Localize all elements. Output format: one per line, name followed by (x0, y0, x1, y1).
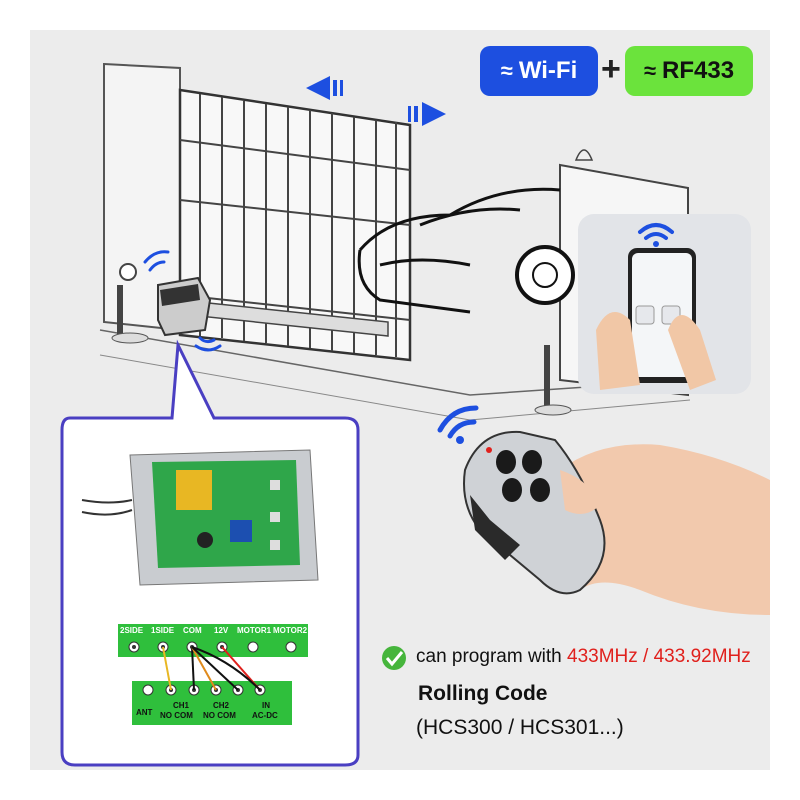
terminal-label: 1SIDE (151, 626, 175, 635)
terminal-label-ch1: CH1 (173, 701, 190, 710)
terminal-sub-ch2: NO COM (203, 711, 236, 720)
terminal-label-in: IN (262, 701, 270, 710)
wifi-icon: ≈ (500, 58, 513, 83)
terminal-sub-ch1: NO COM (160, 711, 193, 720)
terminal-sub-in: AC-DC (252, 711, 278, 720)
rolling-code-text: Rolling Code (418, 682, 548, 705)
terminal-label: 12V (214, 626, 229, 635)
wifi-badge-label: Wi-Fi (518, 57, 578, 84)
check-icon (382, 646, 406, 670)
terminal-label-ant: ANT (136, 708, 153, 717)
terminal-label-ch2: CH2 (213, 701, 230, 710)
wifi-badge: ≈ Wi-Fi (480, 46, 598, 96)
frequency-text: 433MHz / 433.92MHz (567, 646, 751, 667)
rf-badge: ≈ RF433 (625, 46, 753, 96)
chip-models-text: (HCS300 / HCS301...) (416, 716, 624, 739)
plus-sign: + (601, 50, 621, 88)
wifi-icon: ≈ (643, 58, 657, 83)
program-line: can program with 433MHz / 433.92MHz (416, 646, 751, 668)
terminal-label: 2SIDE (120, 626, 144, 635)
rf-badge-label: RF433 (662, 57, 735, 84)
terminal-label: MOTOR1 (237, 626, 272, 635)
terminal-label: COM (183, 626, 202, 635)
terminal-label: MOTOR2 (273, 626, 308, 635)
program-prefix: can program with (416, 646, 568, 667)
